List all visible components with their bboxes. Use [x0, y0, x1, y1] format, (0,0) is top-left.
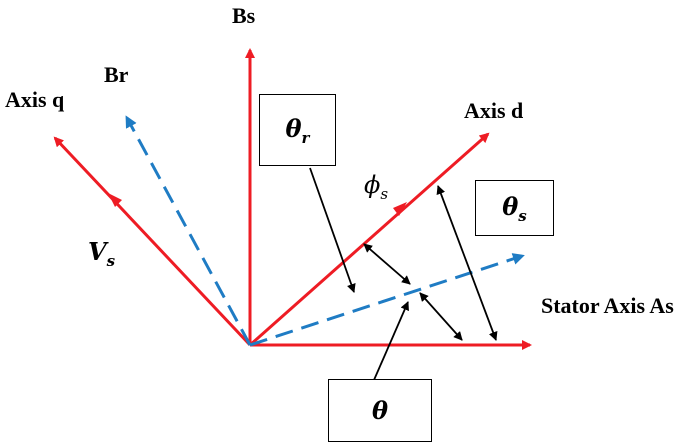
vs-midpoint-arrowhead [108, 193, 122, 207]
stator-flux-vector [249, 253, 525, 347]
angle-arrow-flux-to-as [419, 292, 463, 341]
angle-arrow-theta-s [436, 185, 498, 341]
axis-d-label: Axis d [464, 98, 524, 123]
theta-r-symbol: θr [285, 113, 310, 147]
theta-symbol: θ [371, 396, 388, 425]
br-vector [125, 115, 252, 346]
angle-arrow-d-to-flux [363, 243, 411, 285]
vs-label: Vs [88, 237, 116, 270]
theta-s-box: θs [475, 180, 554, 236]
br-label: Br [104, 62, 129, 87]
phi-s-midpoint-arrowhead [393, 202, 407, 216]
axis-q-arrow [53, 136, 252, 347]
phi-s-label: ϕs [364, 171, 389, 203]
axis-d-arrow [249, 132, 490, 347]
theta-s-symbol: θs [502, 191, 527, 225]
theta-r-box: θr [259, 94, 336, 166]
stator-axis-label: Stator Axis As [541, 293, 674, 318]
bs-label: Bs [232, 3, 256, 28]
theta-box: θ [328, 379, 432, 442]
theta-pointer [373, 301, 409, 381]
theta-r-pointer [309, 167, 356, 293]
axis-q-label: Axis q [5, 87, 65, 112]
